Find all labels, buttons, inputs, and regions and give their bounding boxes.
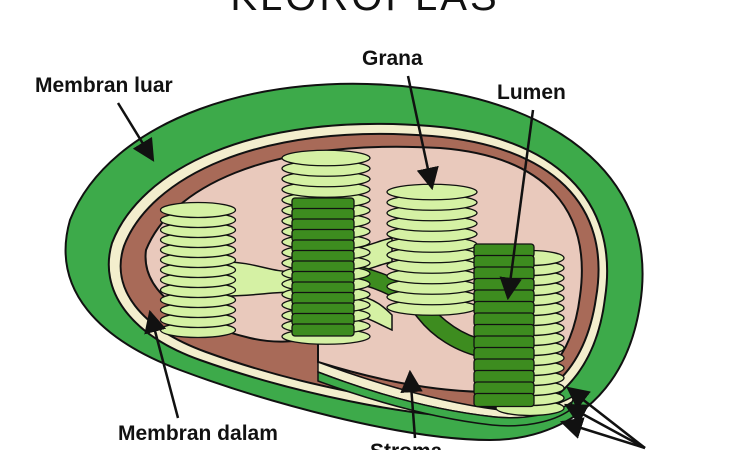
leader-thylakoid-3 — [559, 417, 646, 450]
granum-cut-disc — [291, 323, 355, 337]
leader-inner-membrane — [144, 309, 180, 419]
granum-center-disc — [281, 149, 371, 167]
granum-left-disc — [159, 201, 237, 219]
granum-cut-disc — [473, 392, 535, 408]
leader-outer-membrane — [116, 102, 155, 162]
leader-thylakoid-1 — [566, 386, 646, 449]
label-lumen: Lumen — [497, 81, 566, 104]
label-outer-membrane: Membran luar — [35, 74, 173, 97]
diagram-title: KLOROPLAS — [230, 0, 499, 19]
label-stroma: Stroma — [370, 440, 443, 450]
label-grana: Grana — [362, 47, 423, 70]
leader-grana — [406, 75, 439, 191]
leader-thylakoid-2 — [564, 403, 646, 450]
leader-stroma — [400, 369, 423, 439]
label-inner-membrane: Membran dalam — [118, 422, 278, 445]
leader-lumen — [499, 109, 535, 301]
